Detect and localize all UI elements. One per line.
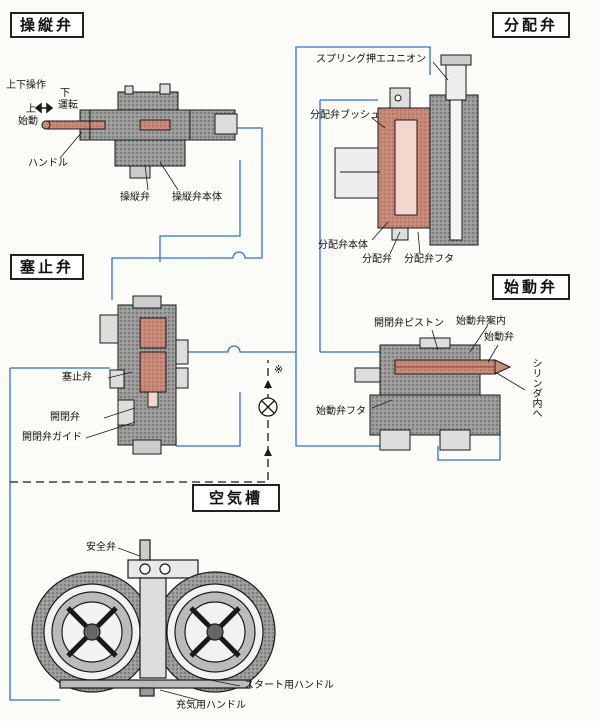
- label-updown-operation: 上下操作: [6, 80, 46, 91]
- label-to-cylinder: シリンダ内へ: [530, 358, 541, 418]
- indicator-lamp-symbol: [258, 397, 278, 417]
- updown-arrow: [34, 102, 54, 114]
- label-control-valve-body: 操縦弁本体: [172, 192, 222, 203]
- label-stop-valve-part: 塞止弁: [62, 372, 92, 383]
- label-start-handle: スタート用ハンドル: [244, 680, 334, 691]
- label-open-close-valve: 開閉弁: [50, 412, 80, 423]
- label-start-valve-part: 始動弁: [484, 332, 514, 343]
- label-distribution-body: 分配弁本体: [318, 240, 368, 251]
- control-valve-drawing: [41, 83, 238, 179]
- label-start-guide: 始動弁案内: [456, 316, 506, 327]
- label-start: 始動: [18, 116, 38, 127]
- label-up: 上: [26, 104, 36, 115]
- air-tank-drawing: [31, 539, 276, 697]
- label-distribution-cover: 分配弁フタ: [404, 254, 454, 265]
- stop-valve-drawing: [99, 295, 189, 455]
- air-tank-title: 空気槽: [192, 484, 280, 512]
- starting-valve-drawing: [354, 337, 512, 451]
- label-control-valve-part: 操縦弁: [120, 192, 150, 203]
- label-piston: 開閉弁ピストン: [374, 318, 444, 329]
- label-down: 下: [60, 88, 70, 99]
- label-distribution-bush: 分配弁ブッシュ: [310, 110, 380, 121]
- leader-lines: [59, 61, 526, 701]
- label-start-cover: 始動弁フタ: [316, 406, 366, 417]
- starting-valve-title: 始動弁: [492, 274, 570, 300]
- distribution-valve-drawing: [334, 54, 479, 246]
- note-mark: ※: [274, 363, 284, 376]
- label-run: 運転: [58, 100, 78, 111]
- label-distribution-valve: 分配弁: [362, 254, 392, 265]
- label-spring-union: スプリング押エユニオン: [316, 54, 426, 65]
- label-safety-valve: 安全弁: [86, 542, 116, 553]
- stop-valve-title: 塞止弁: [10, 254, 84, 280]
- label-charge-handle: 充気用ハンドル: [176, 700, 246, 711]
- control-valve-title: 操縦弁: [10, 12, 84, 38]
- label-open-close-guide: 開閉弁ガイド: [22, 432, 82, 443]
- label-handle: ハンドル: [28, 158, 68, 169]
- distribution-valve-title: 分配弁: [492, 12, 570, 38]
